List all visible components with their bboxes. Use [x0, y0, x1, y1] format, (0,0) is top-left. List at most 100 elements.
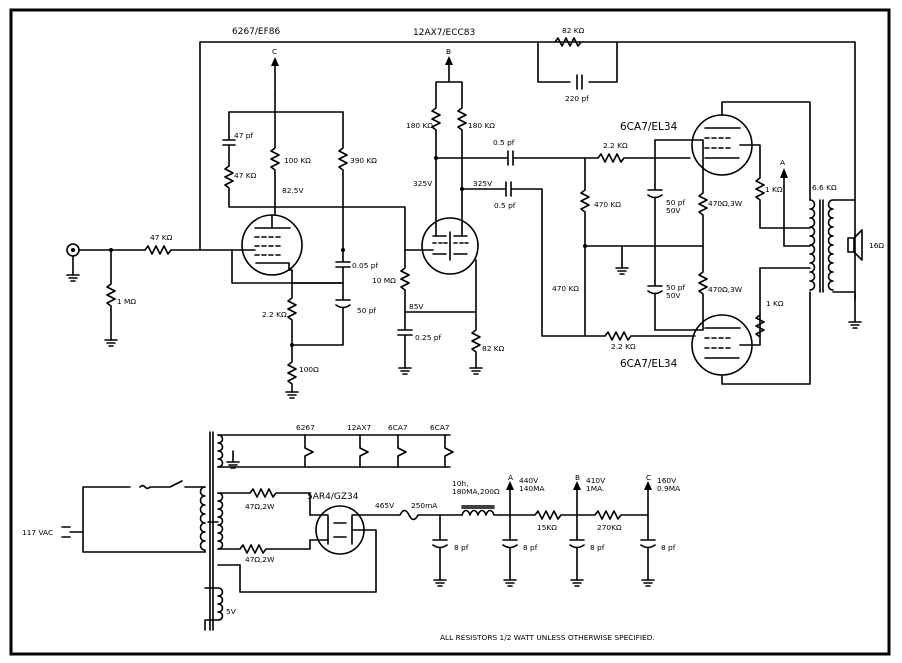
ef86-cathode-wire — [287, 269, 297, 393]
c05a-label: 0.5 pf — [493, 138, 515, 147]
input-resistor-47k: 47 KΩ — [144, 233, 233, 255]
c-node-label: C — [646, 473, 651, 482]
ef86-tube — [231, 214, 303, 276]
r1k-b-wire — [739, 267, 811, 346]
c-node-arrow — [271, 57, 279, 66]
c8-d-label: 8 pf — [661, 543, 676, 552]
r10m-wire — [400, 249, 477, 313]
b-node-label: B — [575, 473, 580, 482]
r270k-label: 270KΩ — [597, 523, 622, 532]
v85-label: 85V — [409, 302, 423, 311]
r47-1-label: 47Ω,2W — [245, 502, 275, 511]
v5-label: 5V — [226, 607, 236, 616]
filter-caps — [432, 539, 656, 581]
r82k-wire — [471, 311, 481, 369]
b-node-arrow-top — [445, 56, 453, 65]
r22k-gb-label: 2.2 KΩ — [611, 342, 636, 351]
c8-b-label: 8 pf — [523, 543, 538, 552]
r22k-cath-label: 2.2 KΩ — [262, 310, 287, 319]
v325b-label: 325V — [473, 179, 492, 188]
ecc83-label: 12AX7/ECC83 — [413, 28, 475, 38]
global-feedback-wire — [199, 37, 856, 301]
feedback-network-wire — [222, 111, 406, 251]
r15k-label: 15KΩ — [537, 523, 557, 532]
r22k-gt-wire — [584, 153, 691, 163]
choke-label: 10h,180MA,200Ω — [452, 479, 500, 496]
rectifier-filament-wire — [239, 514, 377, 593]
ecc83-plate-wiring — [431, 64, 467, 237]
r-fb-label: 82 KΩ — [562, 26, 585, 35]
c025-wire — [397, 311, 413, 369]
r180k-r-label: 180 KΩ — [468, 121, 495, 130]
power-transformer — [199, 431, 224, 631]
ef86-suppressor-wire — [231, 249, 344, 284]
v465-label: 465V — [375, 501, 394, 510]
r47k-label: 47 KΩ — [234, 171, 257, 180]
b-node-label-top: B — [446, 47, 451, 56]
r1k-a-label: 1 KΩ — [765, 185, 783, 194]
i250-label: 250mA — [411, 501, 437, 510]
c8-c-label: 8 pf — [590, 543, 605, 552]
rectifier-label: 5AR4/GZ34 — [307, 492, 359, 502]
coupling-cap-top — [435, 150, 586, 166]
r470k-a-label: 470 KΩ — [594, 200, 621, 209]
r470w-a-label: 470Ω,3W — [708, 199, 743, 208]
mains-plug — [61, 526, 71, 538]
supply-node-stems — [509, 489, 649, 516]
speaker — [847, 229, 863, 261]
r22k-gb-wire — [604, 331, 696, 341]
r470k-wire — [580, 157, 590, 337]
a-node-label: A — [508, 473, 513, 482]
c-node-label: C — [272, 47, 277, 56]
r100ohm-label: 100Ω — [299, 365, 319, 374]
c47-label: 47 pf — [234, 131, 253, 140]
input-resistor-1m: 1 MΩ — [104, 248, 136, 347]
c025-label: 0.25 pf — [415, 333, 441, 342]
a-node-arrow — [506, 481, 514, 490]
c50a-label: 50 pf — [357, 306, 376, 315]
hv-bus — [351, 509, 463, 541]
r100k-label: 100 KΩ — [284, 156, 311, 165]
el34-top-label: 6CA7/EL34 — [620, 121, 678, 133]
spk-label: 16Ω — [869, 241, 884, 250]
b-node-arrow — [573, 481, 581, 490]
output-plate-wires — [721, 101, 811, 385]
transformer-taps — [204, 521, 241, 631]
grid-leak-label: 1 MΩ — [117, 297, 136, 306]
output-cathode-caps — [647, 139, 663, 331]
r470k-b-label: 470 KΩ — [552, 284, 579, 293]
r1k-b-label: 1 KΩ — [766, 299, 784, 308]
vac-label: 117 VAC — [22, 528, 53, 537]
r22k-gt-label: 2.2 KΩ — [603, 141, 628, 150]
c50a-wire — [291, 282, 351, 346]
speaker-wires — [832, 199, 856, 323]
input-jack — [66, 243, 146, 282]
ef86-plate-wiring — [228, 94, 344, 216]
r390k-wire — [338, 111, 348, 251]
a-node-arrow-top — [780, 168, 788, 178]
r470w-b-label: 470Ω,3W — [708, 285, 743, 294]
coupling-cap-bottom — [461, 181, 606, 337]
heater-12ax7-label: 12AX7 — [347, 423, 372, 432]
c-node-arrow — [644, 481, 652, 490]
hv-secondary-top — [217, 488, 311, 516]
bias-bus-wire — [584, 245, 704, 269]
heater-bus — [217, 434, 451, 468]
v825-label: 82.5V — [282, 186, 304, 195]
r180k-l-label: 180 KΩ — [406, 121, 433, 130]
c05b-label: 0.5 pf — [494, 201, 516, 210]
output-cathode-resistors — [654, 139, 708, 331]
c005-label: 0.05 pf — [352, 261, 378, 270]
r82k-label: 82 KΩ — [482, 344, 505, 353]
b-plus-ct-wire — [783, 177, 811, 247]
rc-filter-chain — [499, 510, 649, 541]
footnote: ALL RESISTORS 1/2 WATT UNLESS OTHERWISE … — [440, 633, 655, 642]
r1k-a-wire — [739, 144, 811, 229]
v325a-label: 325V — [413, 179, 432, 188]
